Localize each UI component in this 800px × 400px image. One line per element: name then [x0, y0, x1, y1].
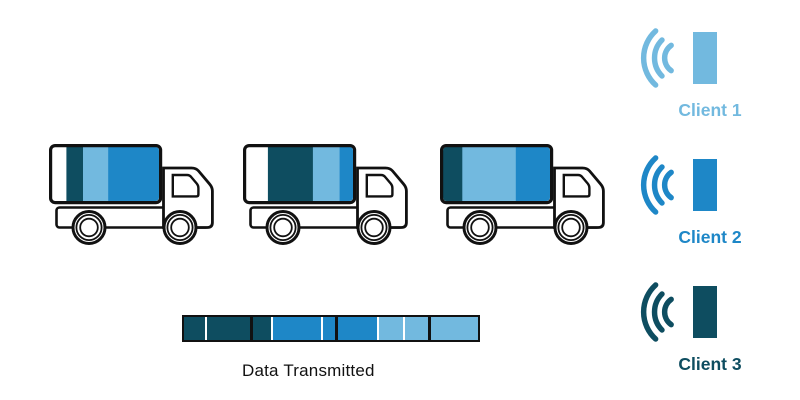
bar-divider	[249, 317, 253, 340]
bar-divider	[320, 317, 323, 340]
bar-divider	[403, 317, 406, 340]
bar-segment	[184, 317, 205, 340]
cargo-segment	[83, 147, 109, 201]
wifi-signal-icon	[640, 282, 674, 342]
bar-divider	[428, 317, 432, 340]
client-label: Client 3	[678, 354, 742, 374]
truck-icon	[440, 144, 605, 245]
cargo-segment	[52, 147, 67, 201]
client-device-icon	[693, 32, 717, 84]
bar-divider	[335, 317, 339, 340]
client-label: Client 2	[678, 227, 742, 247]
bar-segment	[338, 317, 378, 340]
client-1: Client 1	[640, 27, 770, 121]
cargo-segment	[339, 147, 353, 201]
bar-segment	[405, 317, 429, 340]
client-label: Client 1	[678, 100, 742, 120]
cargo-segment	[66, 147, 84, 201]
client-device-icon	[693, 286, 717, 338]
bar-divider	[204, 317, 207, 340]
bar-segment	[379, 317, 404, 340]
truck-3	[440, 144, 610, 248]
bar-segment	[206, 317, 250, 340]
bar-segment	[431, 317, 478, 340]
client-icon-row	[640, 281, 770, 343]
cargo-segment	[108, 147, 159, 201]
data-transmitted-label: Data Transmitted	[242, 361, 375, 380]
client-device-icon	[693, 159, 717, 211]
cargo-segment	[312, 147, 341, 201]
bar-segment	[252, 317, 271, 340]
client-3: Client 3	[640, 281, 770, 375]
cargo-segment	[462, 147, 517, 201]
cargo-segment	[267, 147, 314, 201]
bar-segment	[272, 317, 321, 340]
client-icon-row	[640, 154, 770, 216]
truck-2	[243, 144, 413, 248]
cargo-segment	[246, 147, 269, 201]
client-2: Client 2	[640, 154, 770, 248]
bar-segment	[322, 317, 336, 340]
cargo-segment	[515, 147, 550, 201]
data-transmitted-bar	[182, 315, 480, 342]
truck-1	[49, 144, 219, 248]
bar-divider	[270, 317, 273, 340]
bar-divider	[377, 317, 380, 340]
wifi-signal-icon	[640, 28, 674, 88]
truck-icon	[49, 144, 214, 245]
cargo-segment	[443, 147, 463, 201]
truck-icon	[243, 144, 408, 245]
client-icon-row	[640, 27, 770, 89]
wifi-signal-icon	[640, 155, 674, 215]
